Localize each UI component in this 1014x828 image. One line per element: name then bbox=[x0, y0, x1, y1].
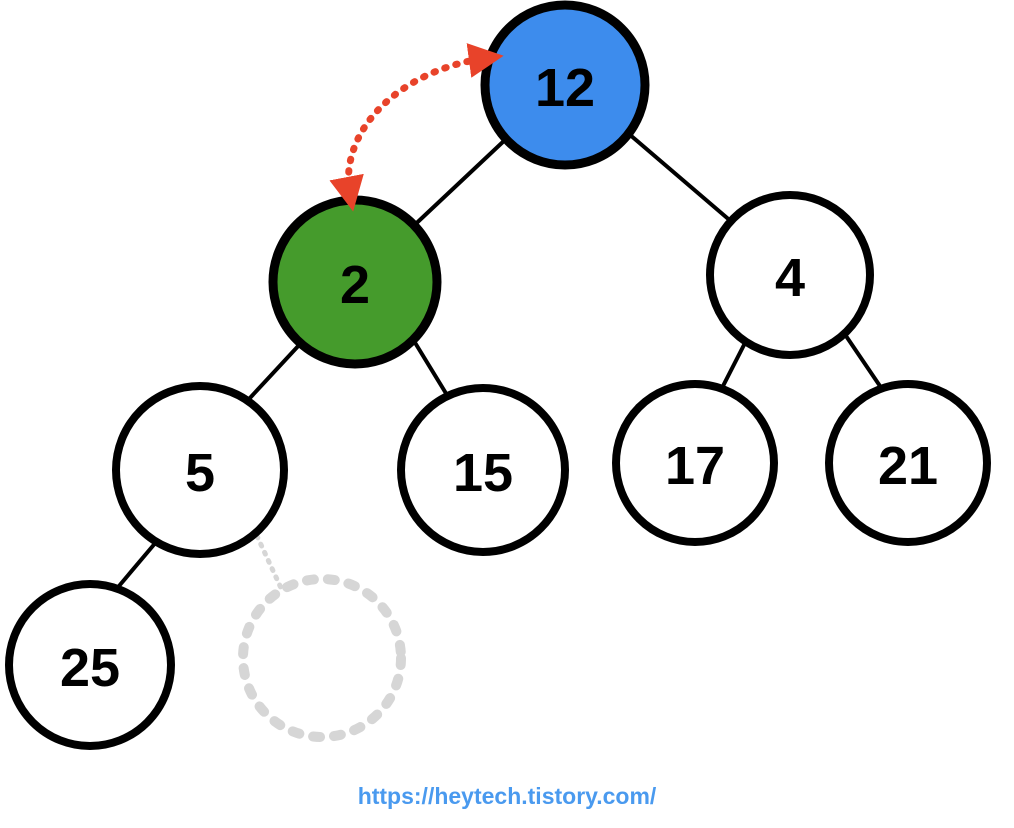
node-layer: 12 2 4 5 15 17 bbox=[5, 0, 991, 750]
node-4-label: 4 bbox=[775, 248, 805, 308]
node-21-circle[interactable] bbox=[825, 380, 991, 546]
node-25[interactable]: 25 bbox=[5, 580, 175, 750]
node-5-label: 5 bbox=[185, 443, 215, 503]
node-5[interactable]: 5 bbox=[112, 382, 288, 558]
edge-12-2 bbox=[404, 137, 508, 235]
edge-2-15 bbox=[412, 339, 449, 397]
node-25-label: 25 bbox=[60, 638, 120, 698]
empty-slot-circle bbox=[238, 574, 406, 742]
node-2-label: 2 bbox=[340, 255, 370, 315]
node-21[interactable]: 21 bbox=[825, 380, 991, 546]
edge-5-empty-placeholder bbox=[254, 533, 284, 591]
node-4-circle[interactable] bbox=[706, 191, 874, 359]
node-15-label: 15 bbox=[453, 443, 513, 503]
edge-12-4 bbox=[627, 132, 735, 225]
swap-arrow-icon bbox=[329, 43, 504, 212]
edge-4-21 bbox=[842, 331, 884, 391]
node-empty-placeholder bbox=[238, 574, 406, 742]
node-12[interactable]: 12 bbox=[480, 0, 650, 170]
node-17-label: 17 bbox=[665, 436, 725, 496]
edge-5-25 bbox=[117, 539, 159, 588]
node-15[interactable]: 15 bbox=[397, 384, 569, 556]
node-17[interactable]: 17 bbox=[612, 380, 778, 546]
node-2[interactable]: 2 bbox=[268, 195, 442, 369]
node-17-circle[interactable] bbox=[612, 380, 778, 546]
edge-4-17 bbox=[720, 339, 748, 390]
node-25-circle[interactable] bbox=[5, 580, 175, 750]
annotation-layer bbox=[329, 43, 504, 212]
edge-2-5 bbox=[247, 341, 303, 401]
watermark-url: https://heytech.tistory.com/ bbox=[357, 783, 657, 809]
node-12-label: 12 bbox=[535, 58, 595, 118]
node-15-circle[interactable] bbox=[397, 384, 569, 556]
node-4[interactable]: 4 bbox=[706, 191, 874, 359]
node-5-circle[interactable] bbox=[112, 382, 288, 558]
node-21-label: 21 bbox=[878, 436, 938, 496]
